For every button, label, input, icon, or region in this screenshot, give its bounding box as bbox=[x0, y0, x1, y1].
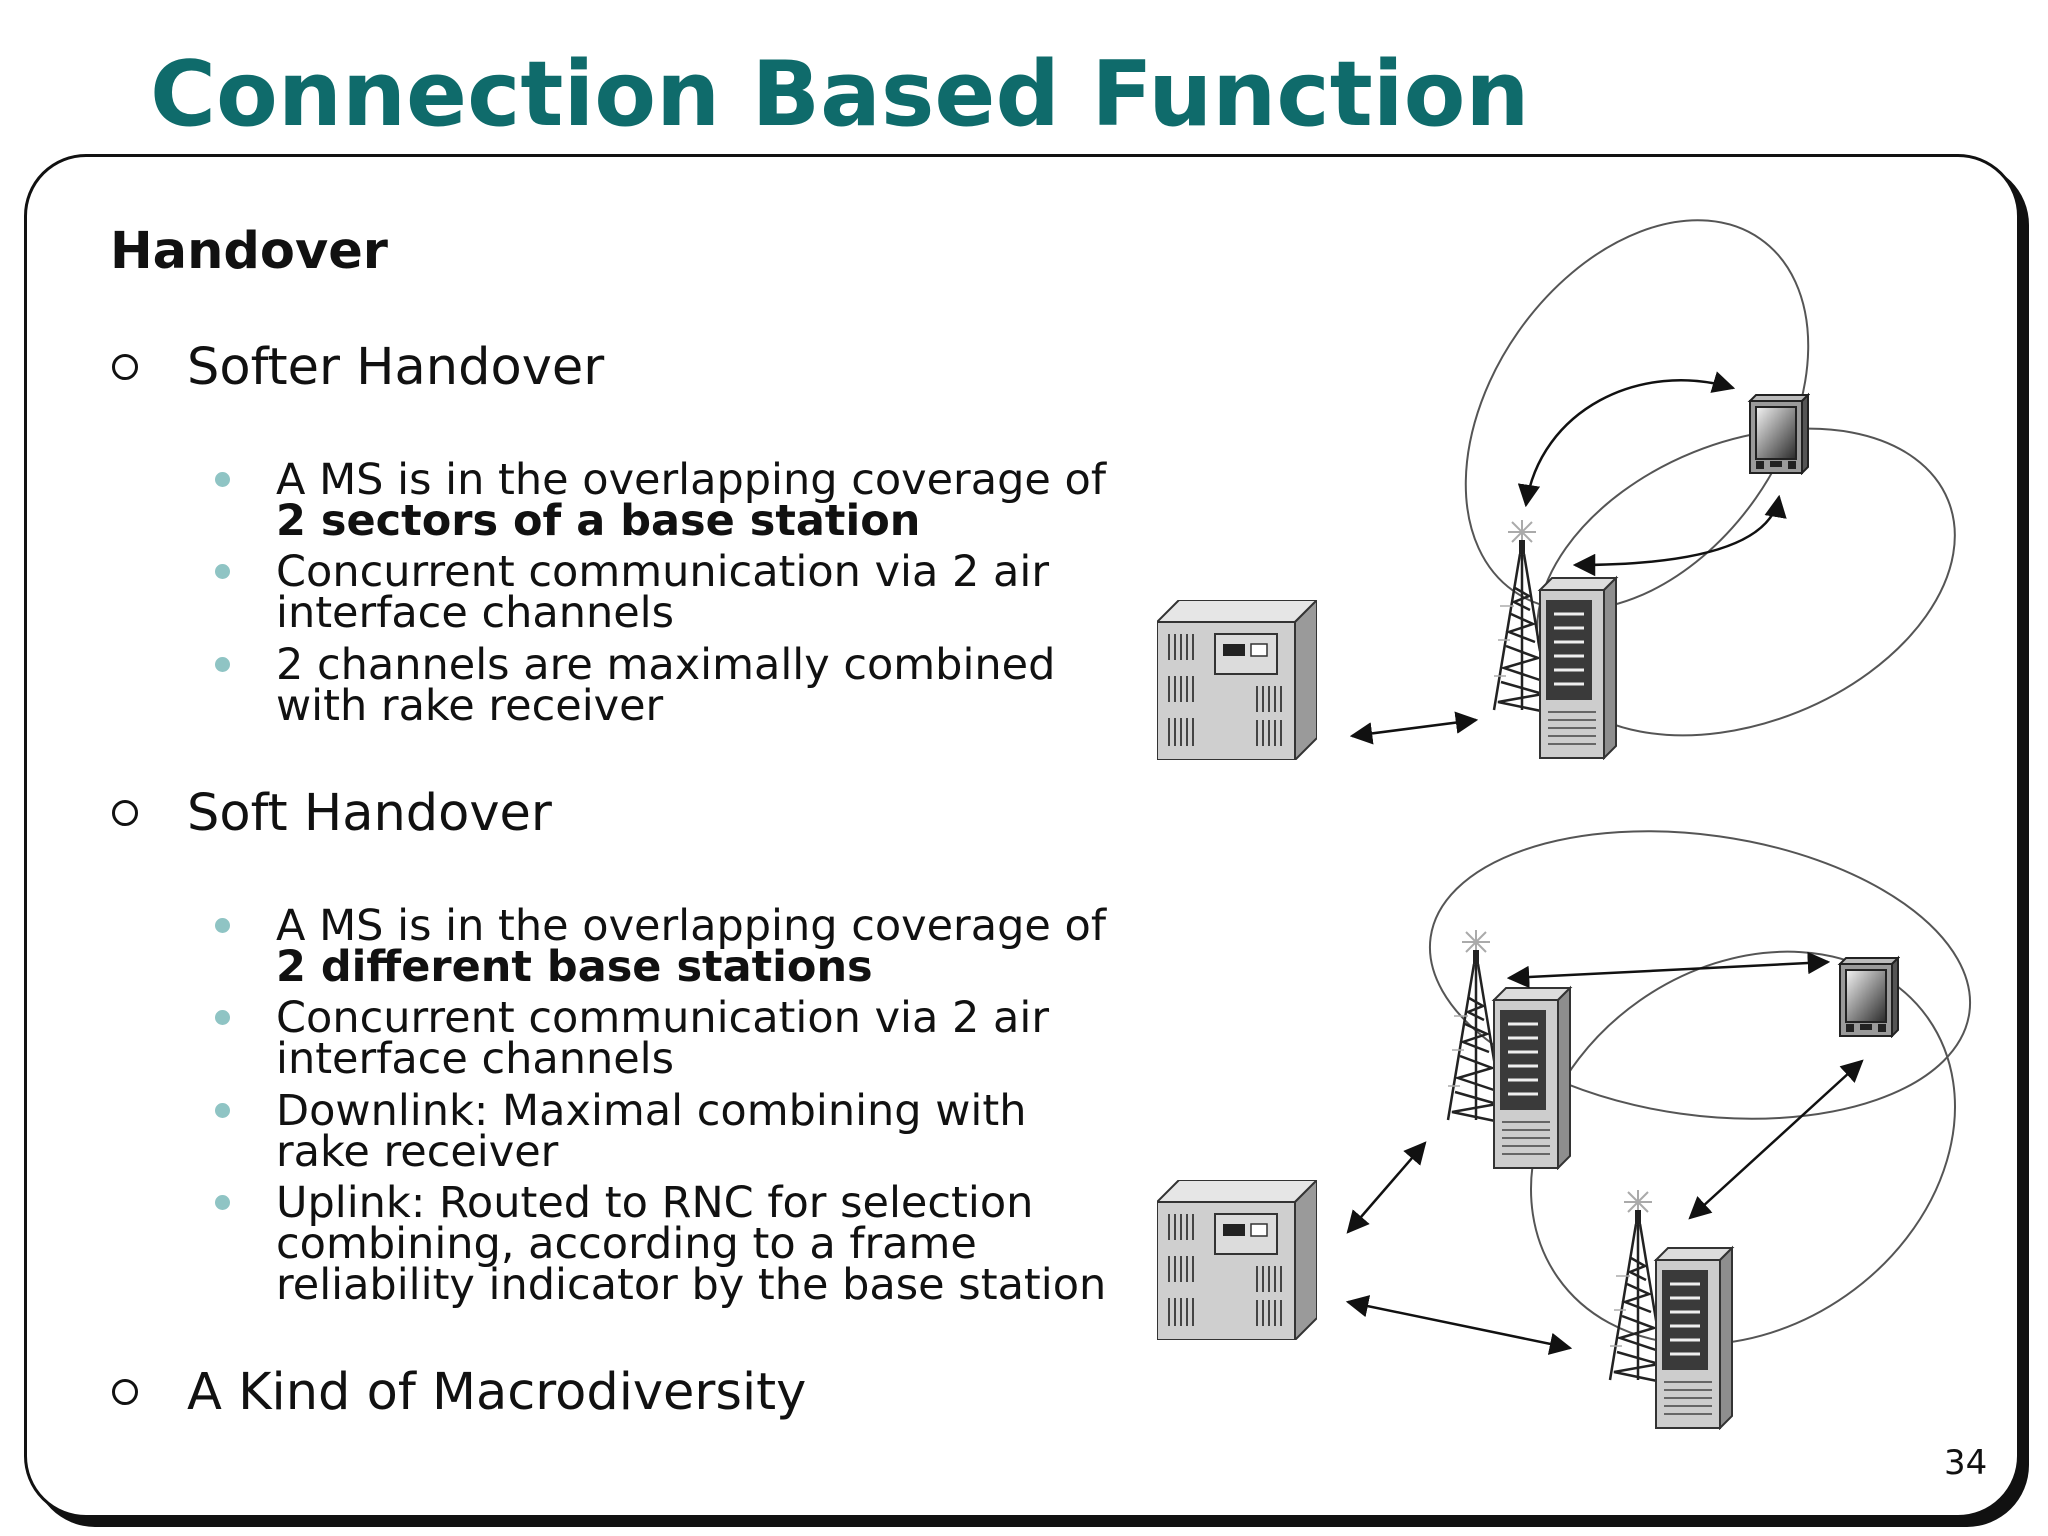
rnc-server-icon bbox=[1157, 600, 1317, 760]
rnc-server-icon bbox=[1157, 1180, 1317, 1340]
soft-bullet-4-line-3: reliability indicator by the base statio… bbox=[276, 1260, 1107, 1310]
soft-bullet-2-line-2: interface channels bbox=[276, 1034, 675, 1084]
arrow-rnc-bts2-link bbox=[1345, 1295, 1573, 1355]
bullet-dot-icon bbox=[215, 1010, 230, 1025]
arrow-rnc-bts1-link bbox=[1346, 1141, 1427, 1234]
mobile-terminal-icon bbox=[1839, 957, 1899, 1037]
page-number: 34 bbox=[1944, 1443, 1988, 1483]
bullet-dot-icon bbox=[215, 1103, 230, 1118]
softer-handover-diagram bbox=[1157, 219, 1956, 760]
bullet-dot-icon bbox=[215, 1195, 230, 1210]
cell-coverage-2 bbox=[1530, 950, 1956, 1346]
softer-bullet-2: Concurrent communication via 2 air inter… bbox=[276, 547, 1049, 638]
soft-handover-heading: Soft Handover bbox=[187, 784, 552, 843]
arrow-bts2-ms-link bbox=[1688, 1059, 1864, 1220]
soft-bullet-2: Concurrent communication via 2 air inter… bbox=[276, 993, 1049, 1084]
softer-bullet-2-line-1: Concurrent communication via 2 air bbox=[276, 547, 1049, 597]
cell-coverage-1 bbox=[1428, 830, 1972, 1120]
mobile-terminal-icon bbox=[1749, 394, 1809, 474]
softer-bullet-3-line-1: 2 channels are maximally combined bbox=[276, 640, 1056, 690]
soft-bullet-3: Downlink: Maximal combining with rake re… bbox=[276, 1086, 1027, 1177]
soft-bullet-1: A MS is in the overlapping coverage of 2… bbox=[276, 901, 1106, 989]
soft-bullet-4-line-1: Uplink: Routed to RNC for selection bbox=[276, 1178, 1034, 1228]
section-heading: Handover bbox=[110, 222, 388, 281]
soft-bullet-1-line-2: 2 different base stations bbox=[276, 942, 873, 992]
softer-bullet-1-line-1: A MS is in the overlapping coverage of bbox=[276, 455, 1106, 505]
softer-bullet-3: 2 channels are maximally combined with r… bbox=[276, 640, 1056, 731]
softer-handover-heading: Softer Handover bbox=[187, 338, 605, 397]
bullet-dot-icon bbox=[215, 472, 230, 487]
arrow-rnc-bts-link bbox=[1349, 711, 1479, 745]
softer-bullet-1: A MS is in the overlapping coverage of 2… bbox=[276, 455, 1106, 543]
base-station-tower-icon bbox=[1492, 518, 1618, 760]
macrodiversity-heading: A Kind of Macrodiversity bbox=[187, 1363, 807, 1422]
base-station-tower-icon bbox=[1608, 1188, 1734, 1430]
bullet-dot-icon bbox=[215, 657, 230, 672]
softer-bullet-3-line-2: with rake receiver bbox=[276, 681, 664, 731]
base-station-tower-icon bbox=[1446, 928, 1572, 1170]
bullet-circle-icon bbox=[112, 800, 138, 826]
soft-bullet-3-line-1: Downlink: Maximal combining with bbox=[276, 1086, 1027, 1136]
bullet-circle-icon bbox=[112, 354, 138, 380]
softer-bullet-2-line-2: interface channels bbox=[276, 588, 675, 638]
bullet-dot-icon bbox=[215, 918, 230, 933]
arrow-sector-1-link bbox=[1517, 371, 1736, 508]
soft-bullet-1-line-1: A MS is in the overlapping coverage of bbox=[276, 901, 1106, 951]
soft-bullet-4: Uplink: Routed to RNC for selection comb… bbox=[276, 1178, 1107, 1310]
softer-bullet-1-line-2: 2 sectors of a base station bbox=[276, 496, 921, 546]
soft-bullet-2-line-1: Concurrent communication via 2 air bbox=[276, 993, 1049, 1043]
bullet-circle-icon bbox=[112, 1379, 138, 1405]
arrow-bts1-ms-link bbox=[1506, 951, 1831, 989]
soft-bullet-4-line-2: combining, according to a frame bbox=[276, 1219, 977, 1269]
soft-bullet-3-line-2: rake receiver bbox=[276, 1127, 559, 1177]
soft-handover-diagram bbox=[1157, 830, 1972, 1430]
slide-title: Connection Based Function bbox=[150, 42, 1530, 147]
arrow-sector-2-link bbox=[1572, 494, 1787, 577]
bullet-dot-icon bbox=[215, 564, 230, 579]
